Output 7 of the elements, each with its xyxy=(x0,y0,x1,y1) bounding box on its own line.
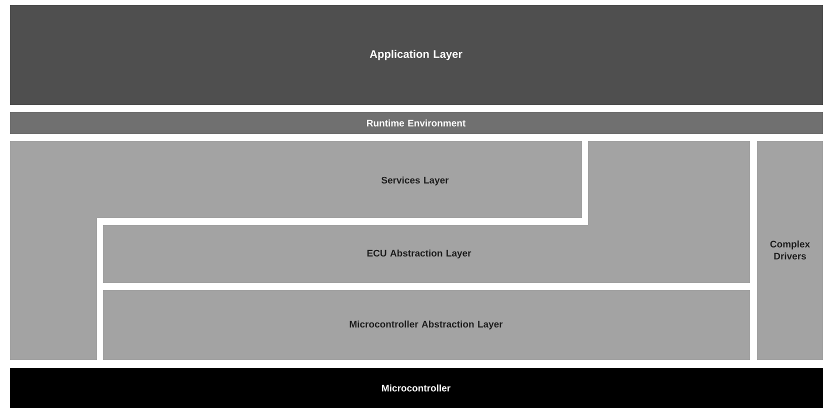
layer-block: Complex Drivers xyxy=(757,141,823,360)
layer-block: Microcontroller xyxy=(10,368,823,408)
node-label: ECU Abstraction Layer xyxy=(367,250,472,258)
layer-block: Runtime Environment xyxy=(10,112,823,134)
layer-block: Microcontroller Abstraction Layer xyxy=(103,290,750,360)
layer-block: Application Layer xyxy=(10,5,823,105)
node-label: Services Layer xyxy=(381,176,449,186)
